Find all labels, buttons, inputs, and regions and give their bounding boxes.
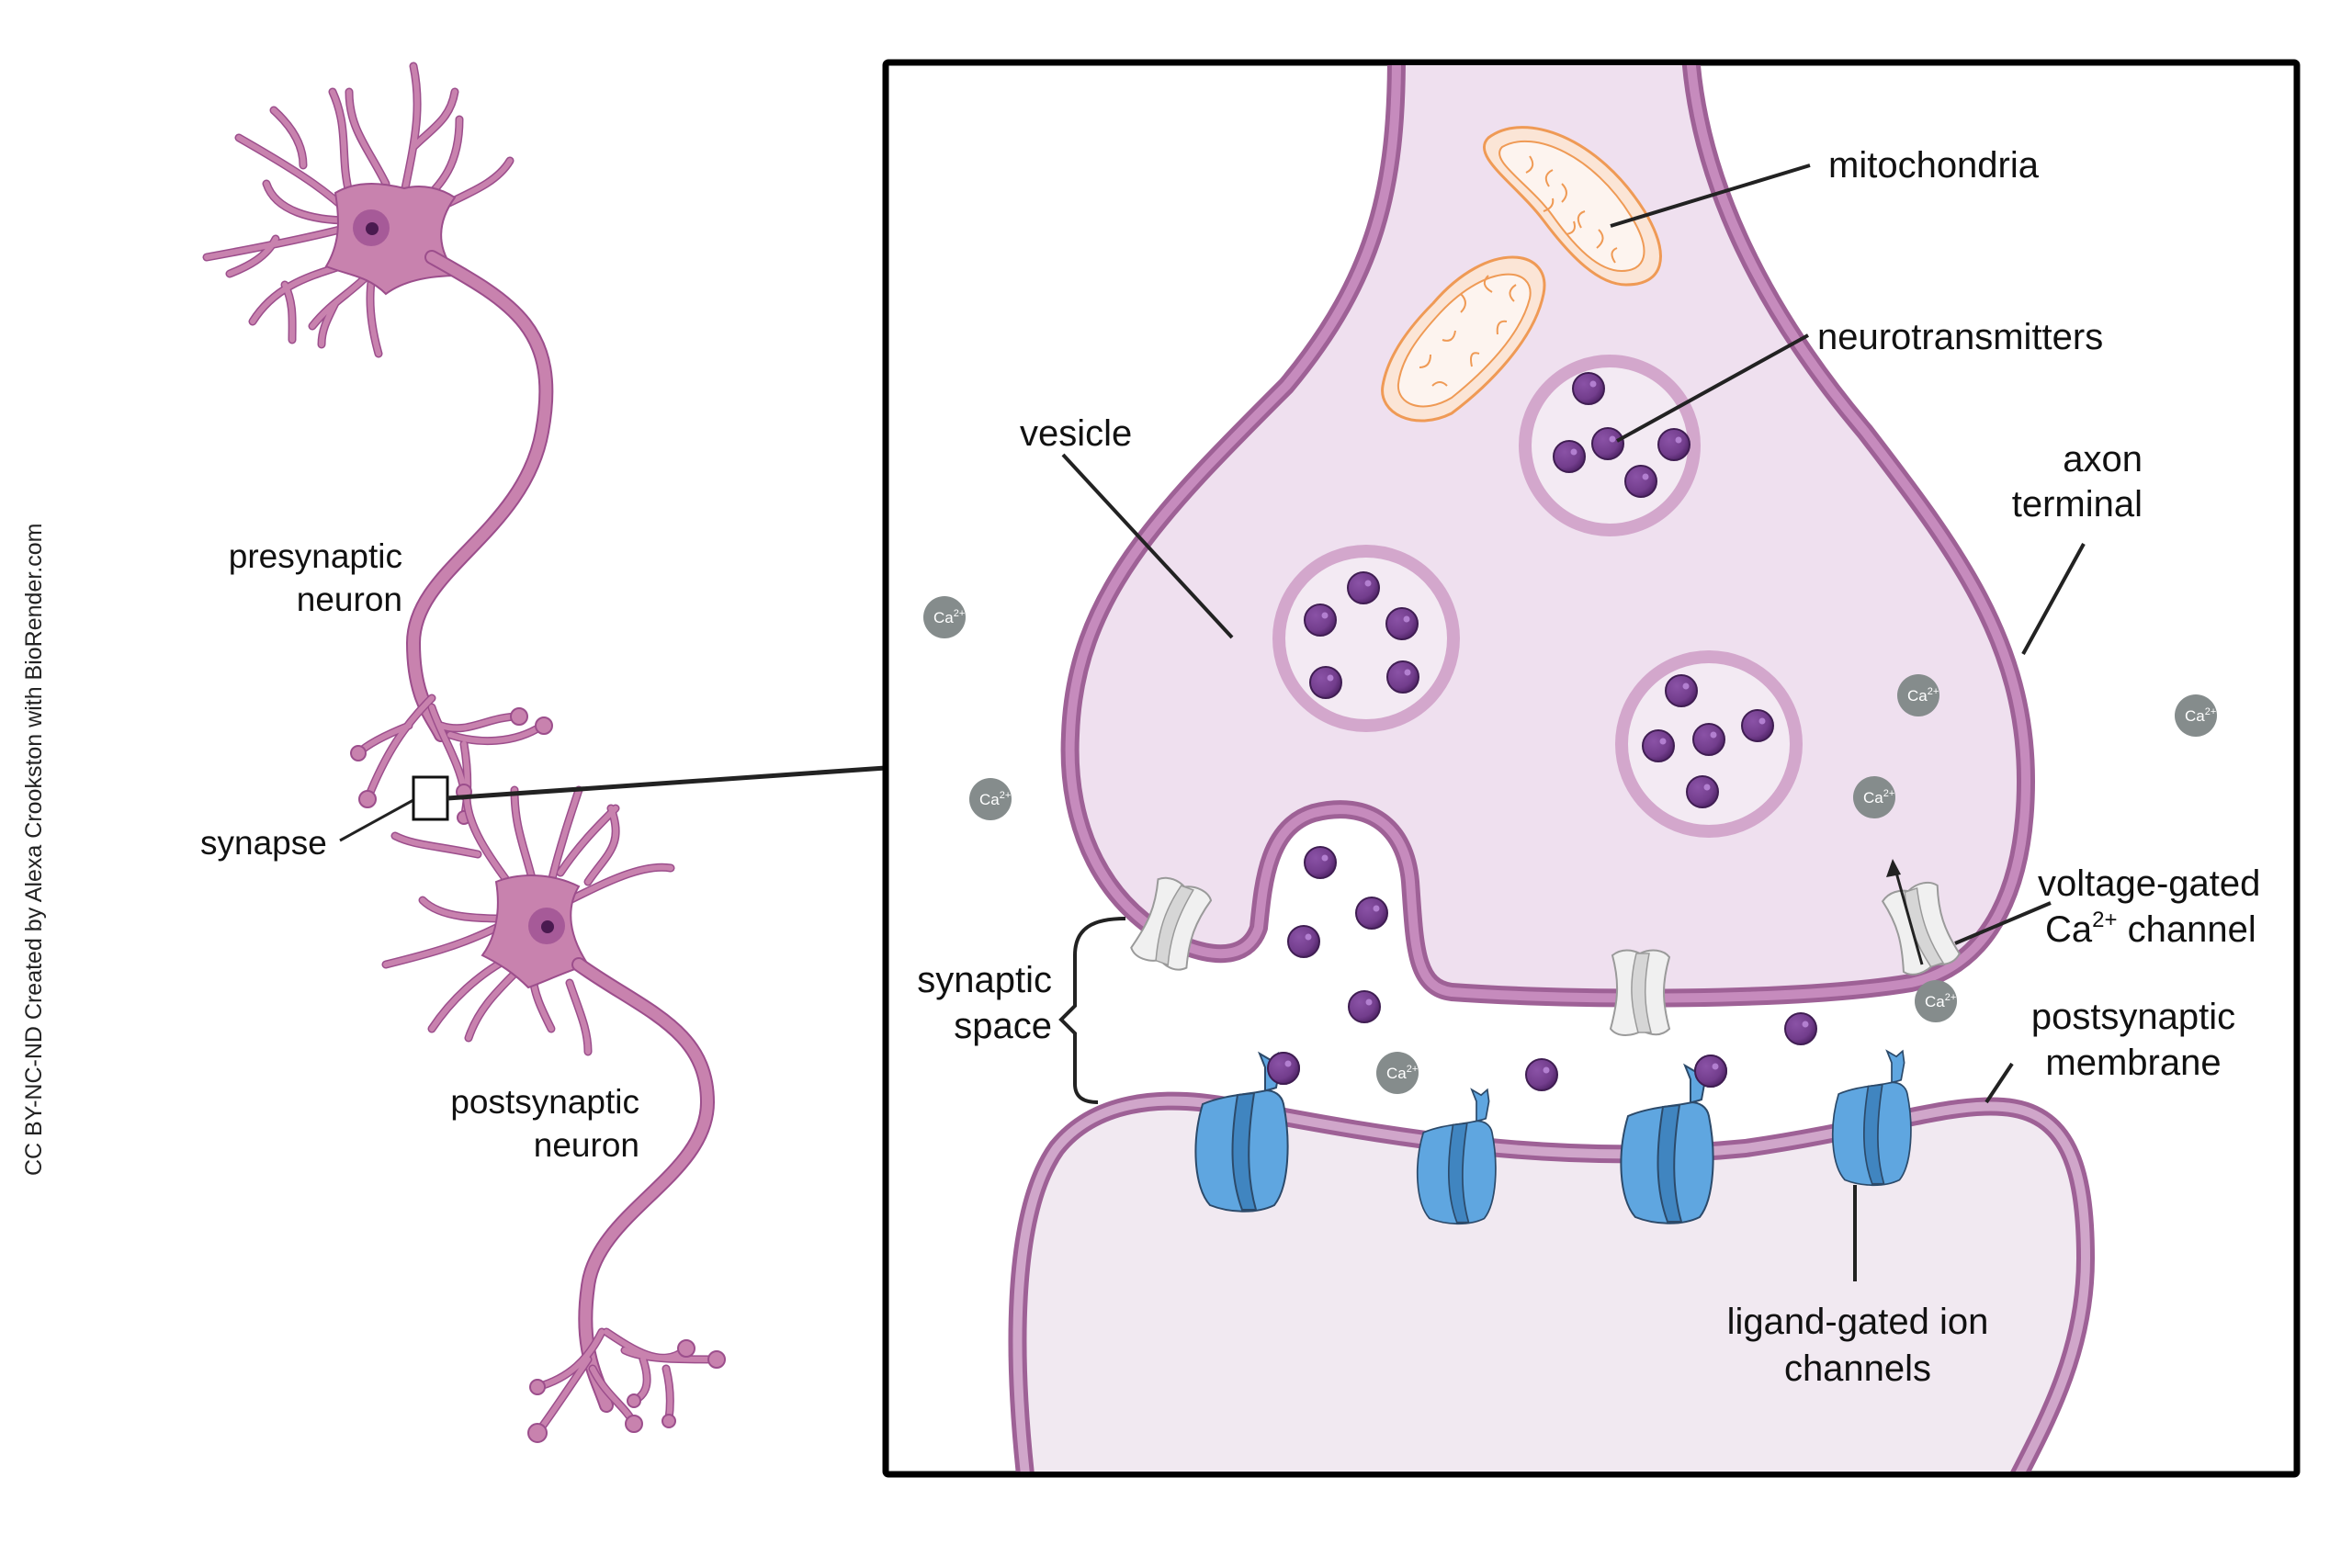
svg-text:Ca2+: Ca2+ xyxy=(933,608,965,626)
svg-text:channels: channels xyxy=(1784,1348,1931,1389)
synapse-leader-line xyxy=(339,798,414,842)
detail-panel: Ca2+ Ca2+ Ca2+ Ca2+ Ca2+ Ca2+ Ca2+ mitoc… xyxy=(882,59,2301,1478)
svg-text:Ca2+: Ca2+ xyxy=(1925,992,1956,1010)
ligand-gated-channels-label: ligand-gated ion channels xyxy=(1727,1302,1989,1389)
voltage-gated-channel xyxy=(1127,859,1962,1036)
postsynaptic-membrane-label: postsynaptic membrane xyxy=(2031,997,2235,1083)
svg-text:neuron: neuron xyxy=(534,1126,639,1164)
neurotransmitters-label: neurotransmitters xyxy=(1817,317,2103,357)
voltage-gated-channel-label: voltage-gated Ca2+ channel xyxy=(2038,863,2260,950)
vesicle xyxy=(1615,650,1803,838)
svg-text:ligand-gated ion: ligand-gated ion xyxy=(1727,1302,1989,1342)
svg-text:neuron: neuron xyxy=(297,581,402,618)
svg-text:space: space xyxy=(954,1006,1052,1046)
axon-terminal-label: axon terminal xyxy=(2012,439,2143,525)
mitochondria-label: mitochondria xyxy=(1828,145,2040,186)
svg-text:voltage-gated: voltage-gated xyxy=(2038,863,2260,904)
presynaptic-neuron xyxy=(202,62,554,825)
svg-text:postsynaptic: postsynaptic xyxy=(450,1083,639,1121)
synapse-label: synapse xyxy=(200,824,327,862)
svg-text:axon: axon xyxy=(2063,439,2143,479)
svg-text:Ca2+: Ca2+ xyxy=(1386,1064,1418,1082)
svg-text:Ca2+ channel: Ca2+ channel xyxy=(2045,908,2256,950)
svg-text:Ca2+: Ca2+ xyxy=(979,790,1011,808)
svg-text:Ca2+: Ca2+ xyxy=(1907,686,1939,705)
svg-text:Ca2+: Ca2+ xyxy=(2185,706,2216,725)
svg-text:Ca2+: Ca2+ xyxy=(1863,788,1894,807)
mitochondrion xyxy=(1381,255,1546,423)
svg-text:presynaptic: presynaptic xyxy=(229,537,402,575)
credit-text: CC BY-NC-ND Created by Alexa Crookston w… xyxy=(21,524,47,1176)
synaptic-space-brace xyxy=(1058,917,1126,1104)
presynaptic-neuron-label: presynaptic neuron xyxy=(229,537,402,618)
calcium-ions: Ca2+ Ca2+ Ca2+ Ca2+ Ca2+ Ca2+ Ca2+ xyxy=(923,596,2217,1094)
svg-text:postsynaptic: postsynaptic xyxy=(2031,997,2235,1037)
svg-text:synaptic: synaptic xyxy=(917,960,1052,1000)
vesicle xyxy=(1519,355,1701,536)
svg-text:terminal: terminal xyxy=(2012,484,2143,525)
vesicle-label: vesicle xyxy=(1020,413,1132,454)
vesicle xyxy=(1272,545,1460,732)
nucleolus xyxy=(366,222,379,235)
leader-lines xyxy=(1061,164,2086,1281)
synapse-zoom-box xyxy=(412,775,449,821)
zoom-connector-line xyxy=(447,765,887,801)
postsynaptic-neuron xyxy=(381,785,726,1443)
synaptic-space-label: synaptic space xyxy=(917,960,1052,1046)
svg-text:membrane: membrane xyxy=(2045,1043,2221,1083)
postsynaptic-neuron-label: postsynaptic neuron xyxy=(450,1083,639,1164)
mitochondrion xyxy=(1482,126,1662,287)
